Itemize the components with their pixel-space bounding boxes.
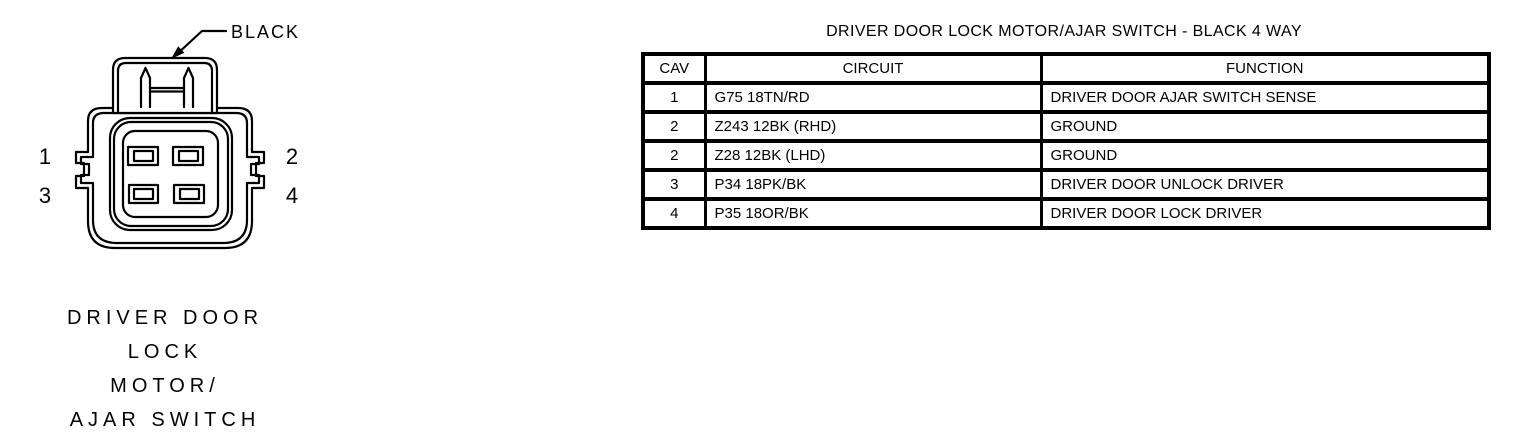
connector-body-inner-outline [79, 111, 261, 245]
leader-arrowhead-icon [171, 46, 185, 59]
cav-cell: 2 [641, 110, 707, 143]
pin-slot-2-inner [177, 149, 200, 163]
function-cell: GROUND [1039, 110, 1491, 143]
latch-cross-bar [148, 86, 186, 93]
pin-label-2: 2 [286, 144, 298, 169]
pin-slot-3 [127, 183, 160, 205]
pin-label-4: 4 [286, 183, 298, 208]
header-function: FUNCTION [1039, 52, 1491, 85]
circuit-cell: G75 18TN/RD [703, 81, 1043, 114]
connector-figure: BLACK 1 2 3 4 DRIVER DOOR LOCK MOTOR/ AJ… [0, 0, 340, 444]
cav-cell: 1 [641, 81, 707, 114]
connector-caption-line: DRIVER DOOR [66, 307, 264, 329]
table-row: 2 Z243 12BK (RHD) GROUND [641, 110, 1491, 143]
function-cell: DRIVER DOOR UNLOCK DRIVER [1039, 168, 1491, 201]
table-header-row: CAV CIRCUIT FUNCTION [641, 52, 1491, 85]
connector-caption-line: AJAR SWITCH [69, 409, 261, 431]
pin-slot-1 [126, 145, 160, 167]
cav-cell: 2 [641, 139, 707, 172]
face-inner-square [121, 129, 220, 219]
pin-slot-2 [171, 145, 205, 167]
face-mid-ring [112, 120, 230, 228]
face-outer-ring [108, 116, 234, 232]
latch-tab-inner [116, 61, 214, 115]
table-row: 2 Z28 12BK (LHD) GROUND [641, 139, 1491, 172]
cav-cell: 4 [641, 197, 707, 230]
cav-cell: 3 [641, 168, 707, 201]
pinout-table-block: DRIVER DOOR LOCK MOTOR/AJAR SWITCH - BLA… [641, 22, 1491, 230]
pinout-table: CAV CIRCUIT FUNCTION 1 G75 18TN/RD DRIVE… [641, 52, 1491, 230]
pin-slot-3-inner [132, 187, 155, 201]
connector-caption: DRIVER DOOR LOCK MOTOR/ AJAR SWITCH [2, 301, 328, 437]
circuit-cell: Z28 12BK (LHD) [703, 139, 1043, 172]
pinout-table-title: DRIVER DOOR LOCK MOTOR/AJAR SWITCH - BLA… [826, 23, 1302, 40]
connector-caption-line: MOTOR/ [110, 375, 220, 397]
function-cell: DRIVER DOOR AJAR SWITCH SENSE [1039, 81, 1491, 114]
function-cell: GROUND [1039, 139, 1491, 172]
header-circuit: CIRCUIT [703, 52, 1043, 85]
leader-line [174, 29, 228, 57]
table-row: 3 P34 18PK/BK DRIVER DOOR UNLOCK DRIVER [641, 168, 1491, 201]
pin-label-3: 3 [39, 183, 51, 208]
latch-tab [111, 56, 219, 115]
connector-diagram: BLACK 1 2 3 4 [39, 22, 300, 250]
pin-label-1: 1 [39, 144, 51, 169]
table-row: 4 P35 18OR/BK DRIVER DOOR LOCK DRIVER [641, 197, 1491, 230]
header-cav: CAV [641, 52, 707, 85]
function-cell: DRIVER DOOR LOCK DRIVER [1039, 197, 1491, 230]
circuit-cell: Z243 12BK (RHD) [703, 110, 1043, 143]
pin-slot-1-inner [132, 149, 155, 163]
connector-caption-line: LOCK [127, 341, 203, 363]
pin-slot-4 [172, 183, 206, 205]
circuit-cell: P34 18PK/BK [703, 168, 1043, 201]
table-row: 1 G75 18TN/RD DRIVER DOOR AJAR SWITCH SE… [641, 81, 1491, 114]
pin-slot-4-inner [178, 187, 201, 201]
circuit-cell: P35 18OR/BK [703, 197, 1043, 230]
connector-color-label: BLACK [231, 22, 300, 42]
